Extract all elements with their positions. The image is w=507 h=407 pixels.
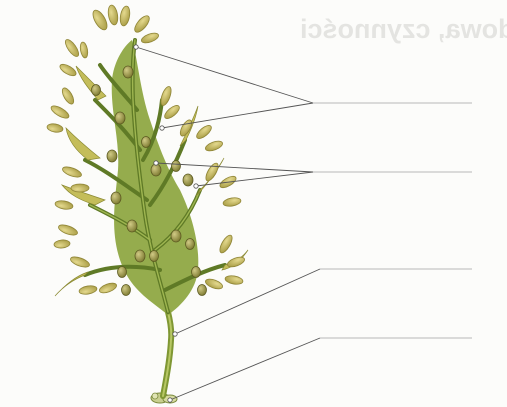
- seaweed-plant: [46, 4, 248, 403]
- label-line-4: [168, 338, 472, 402]
- label-line-2: [154, 161, 472, 188]
- label-line-3: [173, 269, 472, 336]
- label-line-1: [134, 45, 472, 130]
